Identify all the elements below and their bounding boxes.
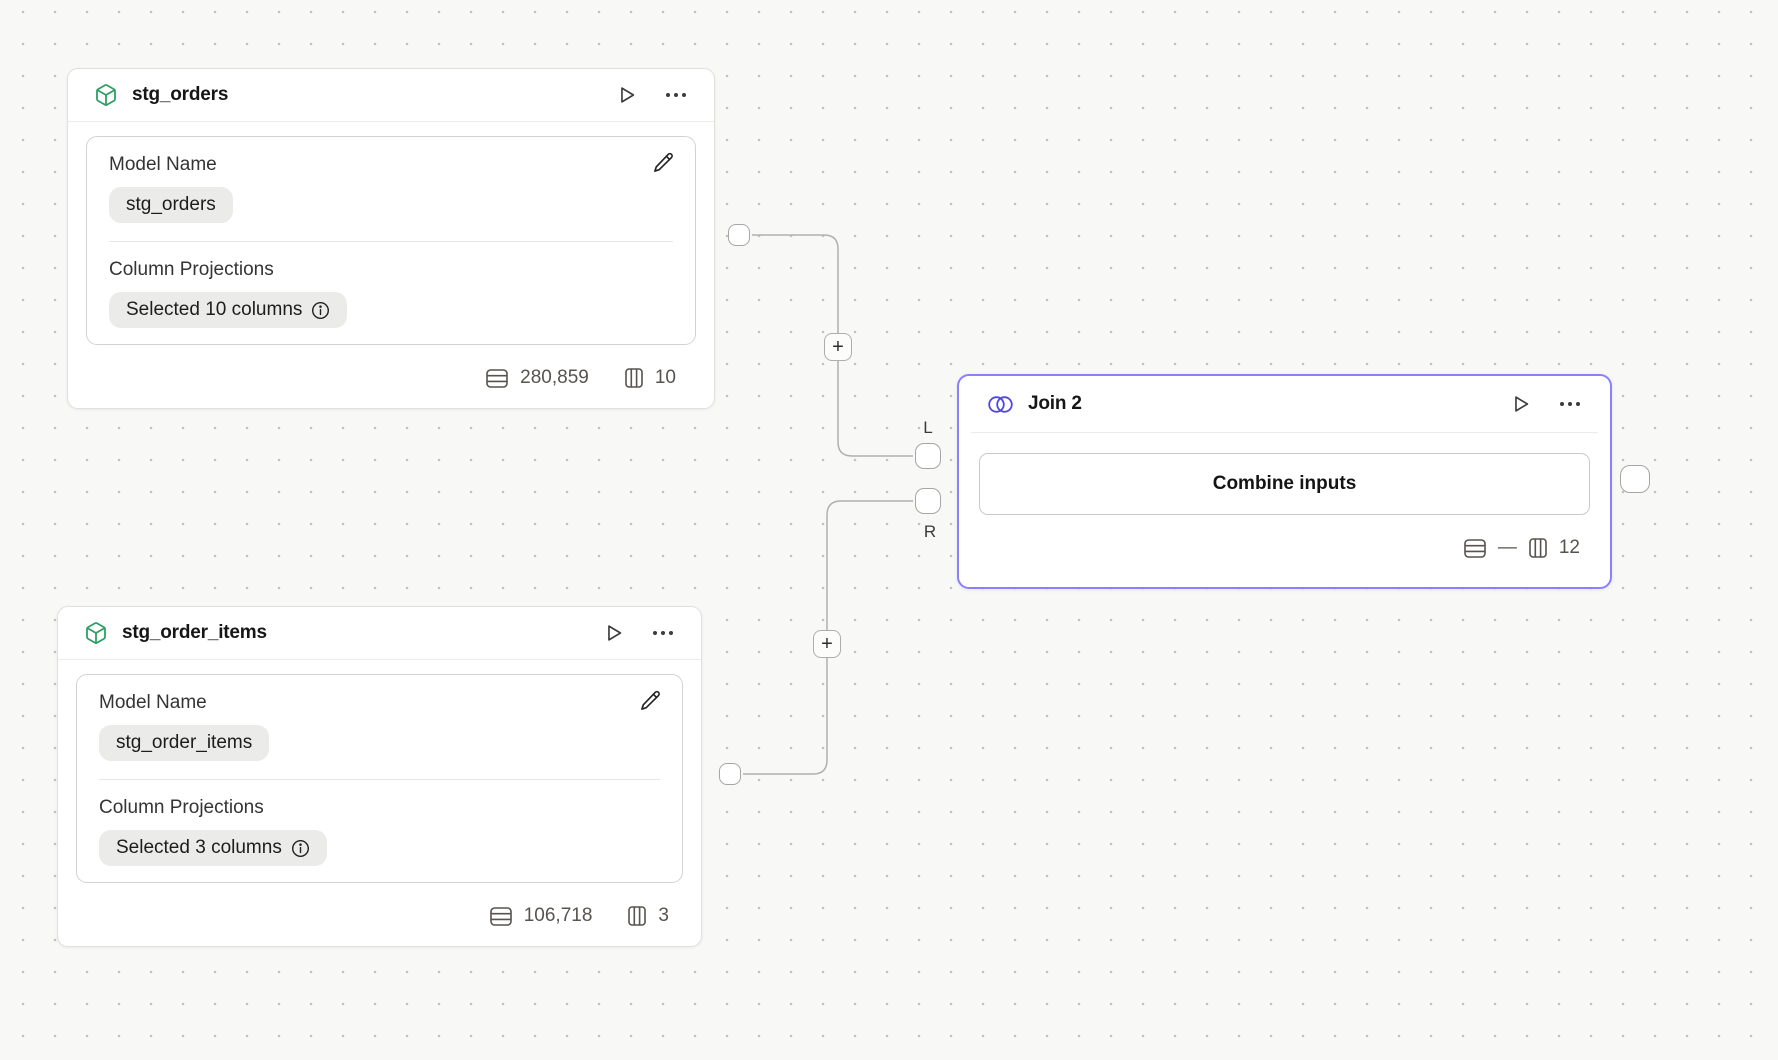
column-projections-label: Column Projections — [99, 797, 264, 818]
row-count: 106,718 — [523, 905, 593, 926]
rows-icon — [486, 368, 508, 388]
left-port-label: L — [923, 418, 933, 437]
pencil-icon — [639, 689, 662, 712]
model-name-label: Model Name — [99, 692, 207, 713]
node-menu-button[interactable] — [651, 630, 675, 636]
row-count: 280,859 — [520, 367, 589, 388]
run-node-button[interactable] — [616, 84, 638, 106]
plus-icon: + — [832, 336, 844, 358]
column-count: 10 — [654, 367, 676, 388]
join-right-input-port[interactable] — [915, 488, 941, 514]
cube-icon — [94, 83, 118, 107]
info-icon — [311, 301, 330, 320]
column-count: 3 — [658, 905, 669, 926]
right-port-label: R — [923, 522, 937, 541]
columns-icon — [628, 906, 647, 926]
column-count: 12 — [1558, 537, 1580, 558]
join-output-port[interactable] — [1620, 465, 1650, 493]
venn-icon — [987, 395, 1014, 414]
node-stg-orders-header: stg_orders — [68, 69, 714, 122]
node-stg-orders-body: Model Name stg_orders Column Projections — [68, 122, 714, 345]
row-count: — — [1497, 537, 1517, 558]
model-name-label: Model Name — [109, 154, 217, 175]
node-stg-order-items-body: Model Name stg_order_items Column Projec… — [58, 660, 701, 883]
node-title: Join 2 — [1028, 393, 1082, 414]
header-divider — [971, 432, 1598, 433]
card-divider — [99, 779, 660, 780]
edit-model-name-button[interactable] — [652, 151, 675, 174]
node-stg-order-items-stats: 106,718 3 — [58, 883, 701, 935]
plus-icon: + — [821, 633, 833, 655]
run-node-button[interactable] — [603, 622, 625, 644]
node-join-2-header: Join 2 — [959, 376, 1610, 432]
node-join-2-stats: — 12 — [959, 515, 1610, 567]
column-projections-label: Column Projections — [109, 259, 274, 280]
model-name-badge[interactable]: stg_order_items — [99, 725, 270, 761]
node-stg-order-items[interactable]: stg_order_items Model Name — [57, 606, 702, 947]
card-divider — [109, 241, 673, 242]
cube-icon — [84, 621, 108, 645]
ellipsis-icon — [1558, 401, 1582, 407]
play-icon — [603, 622, 625, 644]
rows-icon — [489, 906, 512, 926]
output-port-stg-order-items[interactable] — [719, 763, 741, 785]
model-config-card: Model Name stg_orders Column Projections — [86, 136, 696, 345]
node-stg-order-items-header: stg_order_items — [58, 607, 701, 660]
model-config-card: Model Name stg_order_items Column Projec… — [76, 674, 683, 883]
ellipsis-icon — [664, 92, 688, 98]
node-stg-orders[interactable]: stg_orders Model Name — [67, 68, 715, 409]
edit-model-name-button[interactable] — [639, 689, 662, 712]
combine-inputs-button[interactable]: Combine inputs — [979, 453, 1590, 515]
run-node-button[interactable] — [1510, 393, 1532, 415]
info-icon — [291, 839, 310, 858]
columns-icon — [1529, 538, 1547, 558]
pencil-icon — [652, 151, 675, 174]
rows-icon — [1464, 538, 1486, 558]
play-icon — [616, 84, 638, 106]
node-title: stg_order_items — [122, 622, 267, 643]
add-node-on-edge-button[interactable]: + — [813, 630, 841, 658]
join-left-input-port[interactable] — [915, 443, 941, 469]
columns-icon — [625, 368, 643, 388]
model-name-badge[interactable]: stg_orders — [109, 187, 233, 223]
node-menu-button[interactable] — [664, 92, 688, 98]
column-projections-badge[interactable]: Selected 3 columns — [99, 830, 327, 866]
node-join-2[interactable]: Join 2 Combine inputs — [957, 374, 1612, 589]
output-port-stg-orders[interactable] — [728, 224, 750, 246]
column-projections-badge[interactable]: Selected 10 columns — [109, 292, 348, 328]
ellipsis-icon — [651, 630, 675, 636]
node-stg-orders-stats: 280,859 10 — [68, 345, 714, 397]
add-node-on-edge-button[interactable]: + — [824, 333, 852, 361]
node-menu-button[interactable] — [1558, 401, 1582, 407]
node-title: stg_orders — [132, 84, 229, 105]
play-icon — [1510, 393, 1532, 415]
